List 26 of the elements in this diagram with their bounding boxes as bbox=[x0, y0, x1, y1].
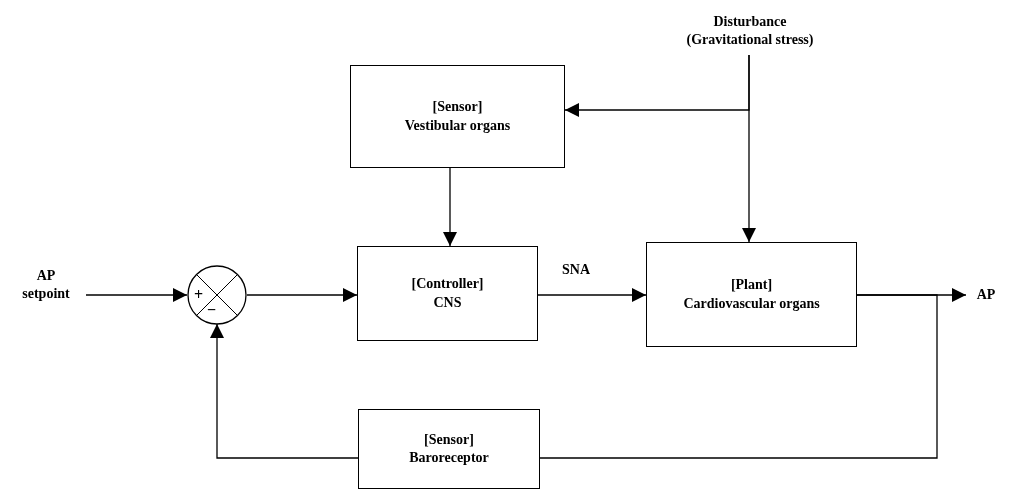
block-heading: AP bbox=[36, 266, 56, 285]
arrow bbox=[246, 288, 358, 302]
block-label: CNS bbox=[433, 293, 462, 312]
sign-label: − bbox=[207, 302, 217, 318]
block-label: Cardiovascular organs bbox=[683, 294, 820, 313]
block-label: setpoint bbox=[22, 285, 70, 303]
arrow bbox=[742, 54, 756, 243]
block-heading: [Controller] bbox=[411, 275, 484, 294]
block-heading: [Sensor] bbox=[424, 430, 474, 449]
block-heading: Disturbance bbox=[713, 12, 787, 31]
sign-label: + bbox=[194, 287, 204, 303]
arrow bbox=[537, 288, 647, 302]
arrow bbox=[443, 166, 457, 247]
block-box bbox=[358, 409, 540, 489]
block-label: Baroreceptor bbox=[409, 449, 489, 467]
summing-junction bbox=[187, 265, 247, 325]
block-label: AP bbox=[976, 285, 996, 304]
block-label: (Gravitational stress) bbox=[686, 31, 814, 49]
block-label: Vestibular organs bbox=[404, 116, 511, 135]
block-heading: [Plant] bbox=[730, 276, 773, 295]
arrow bbox=[210, 323, 359, 459]
arrow bbox=[85, 288, 188, 302]
block-box bbox=[350, 65, 565, 168]
block-heading: [Sensor] bbox=[432, 98, 483, 117]
block-box bbox=[646, 242, 857, 347]
block-box bbox=[357, 246, 538, 341]
